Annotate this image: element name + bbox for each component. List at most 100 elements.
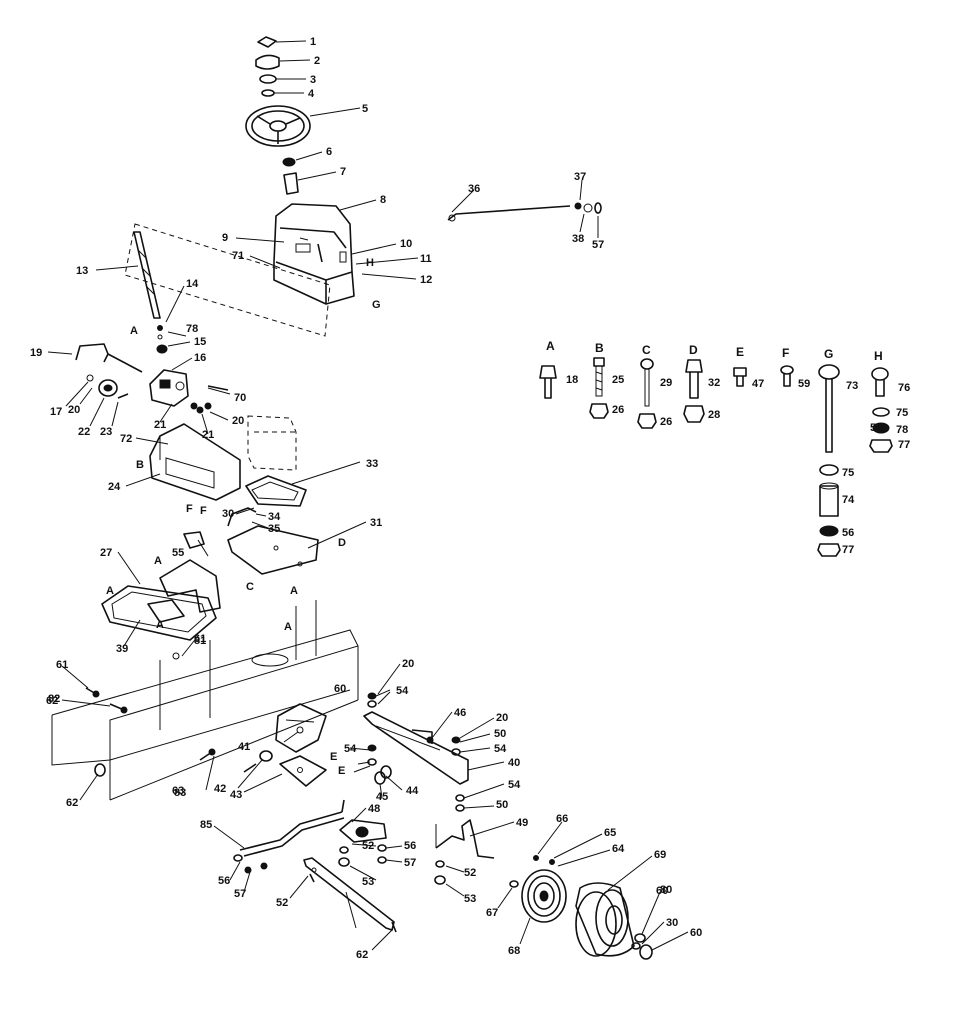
ref-a-5: A	[290, 585, 298, 597]
callout-27: 27	[100, 547, 112, 559]
callout-labels: 1 2 3 4 5 6 7 8 9 10 11 12 13 14 15 16 1…	[30, 36, 910, 961]
callout-3: 3	[310, 74, 316, 86]
fuse-clip	[183, 531, 205, 549]
callout-46: 46	[454, 707, 466, 719]
dash-console	[273, 203, 355, 305]
callout-56c: 56	[870, 422, 882, 434]
callout-71: 71	[232, 250, 244, 262]
callout-66: 66	[556, 813, 568, 825]
ref-h: H	[366, 257, 374, 269]
callout-83: 83	[174, 787, 186, 799]
callout-85: 85	[200, 819, 212, 831]
callout-76: 76	[898, 382, 910, 394]
callout-56b: 56	[218, 875, 230, 887]
callout-57b: 57	[234, 888, 246, 900]
callout-18: 18	[566, 374, 578, 386]
spring-hardware	[156, 325, 168, 354]
steering-cap	[257, 36, 277, 48]
callout-55: 55	[172, 547, 184, 559]
callout-23: 23	[100, 426, 112, 438]
callout-16: 16	[194, 352, 206, 364]
callout-20d: 20	[496, 712, 508, 724]
callout-54a: 54	[396, 685, 409, 697]
callout-57a: 57	[404, 857, 416, 869]
drive-linkage	[363, 711, 469, 785]
callout-59: 59	[798, 378, 810, 390]
callout-77b: 77	[842, 544, 854, 556]
callout-54d: 54	[508, 779, 521, 791]
callout-32: 32	[708, 377, 720, 389]
leader-lines	[47, 40, 689, 951]
callout-50a: 50	[494, 728, 506, 740]
callout-26a: 26	[612, 404, 624, 416]
callout-36: 36	[468, 183, 480, 195]
pedal-hardware	[86, 374, 229, 414]
callout-21b: 21	[202, 429, 214, 441]
ref-e-2: E	[338, 765, 345, 777]
callout-70: 70	[234, 392, 246, 404]
callout-65: 65	[604, 827, 616, 839]
callout-30b: 30	[666, 917, 678, 929]
callout-53a: 53	[362, 876, 374, 888]
steering-nut	[259, 74, 277, 84]
callout-54c: 54	[344, 743, 357, 755]
callout-57c: 57	[592, 239, 604, 251]
steering-adapter	[283, 172, 299, 195]
callout-61a: 61	[56, 659, 68, 671]
callout-52b: 52	[464, 867, 476, 879]
callout-26b: 26	[660, 416, 672, 428]
callout-25: 25	[612, 374, 624, 386]
steering-bushing	[282, 157, 296, 167]
callout-81: 81	[194, 635, 206, 647]
callout-28: 28	[708, 409, 720, 421]
pedal-bracket	[149, 369, 189, 407]
callout-69: 69	[654, 849, 666, 861]
callout-60a: 60	[334, 683, 346, 695]
seat-bracket	[159, 559, 221, 613]
key-letter-e: E	[736, 345, 744, 359]
ref-b: B	[136, 459, 144, 471]
callout-75b: 75	[842, 467, 854, 479]
ref-a-1: A	[130, 325, 138, 337]
callout-20c: 20	[402, 658, 414, 670]
steering-insert	[255, 54, 280, 70]
callout-29: 29	[660, 377, 672, 389]
callout-7: 7	[340, 166, 346, 178]
callout-54b: 54	[494, 743, 507, 755]
callout-40: 40	[508, 757, 520, 769]
key-letter-d: D	[689, 343, 698, 357]
key-letter-g: G	[824, 347, 833, 361]
clutch-bracket	[338, 819, 387, 867]
mount-bracket	[275, 703, 327, 753]
callout-8: 8	[380, 194, 386, 206]
callout-22: 22	[78, 426, 90, 438]
frame	[51, 600, 359, 801]
callout-2: 2	[314, 55, 320, 67]
callout-4: 4	[308, 88, 315, 100]
battery-cable	[227, 507, 257, 527]
callout-68: 68	[508, 945, 520, 957]
ref-a-6: A	[284, 621, 292, 633]
callout-14: 14	[186, 278, 199, 290]
mount-plate	[279, 755, 327, 787]
callout-43: 43	[230, 789, 242, 801]
callout-63: 63	[172, 785, 184, 797]
lift-spring	[133, 231, 161, 319]
callout-15: 15	[194, 336, 206, 348]
bracket-bolt	[243, 750, 273, 773]
dash-reference-outline	[124, 223, 331, 337]
callout-1: 1	[310, 36, 316, 48]
key-letter-h: H	[874, 349, 883, 363]
brake-arm	[303, 857, 397, 933]
callout-80: 80	[660, 884, 672, 896]
callout-30a: 30	[222, 508, 234, 520]
brake-rod-hardware	[233, 854, 268, 874]
drive-wheel	[575, 882, 635, 957]
key-letter-f: F	[782, 346, 789, 360]
callout-47: 47	[752, 378, 764, 390]
drive-pulley	[521, 869, 567, 923]
callout-52a: 52	[362, 840, 374, 852]
callout-72: 72	[120, 433, 132, 445]
wheel-hardware	[509, 855, 653, 960]
